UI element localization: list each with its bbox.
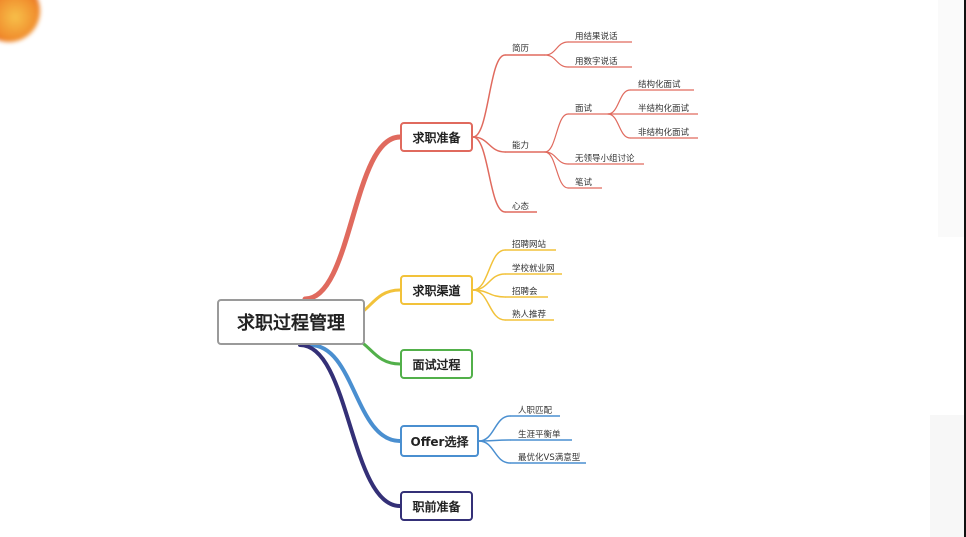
- leaf-ability[interactable]: 能力: [512, 141, 530, 151]
- leaf-resume[interactable]: 简历: [512, 44, 530, 54]
- frame-border: [964, 0, 966, 537]
- connector-root-prep: [302, 134, 403, 302]
- branch-label: 面试过程: [412, 357, 461, 372]
- connector-prep-mindset: [472, 136, 506, 213]
- leaf-numbers[interactable]: 用数字说话: [575, 57, 618, 67]
- leaf-unstructured[interactable]: 非结构化面试: [638, 128, 690, 138]
- connector-resume-results: [544, 41, 569, 56]
- connector-ability-interview: [544, 113, 569, 153]
- connector-channels-referral: [472, 289, 506, 321]
- root-label: 求职过程管理: [237, 313, 345, 334]
- connector-channels-school: [472, 273, 506, 291]
- connector-root-onboarding: [298, 343, 402, 508]
- leaf-group-discussion[interactable]: 无领导小组讨论: [575, 154, 635, 164]
- connector-channels-sites: [472, 249, 506, 291]
- leaf-semi-structured[interactable]: 半结构化面试: [638, 104, 690, 114]
- connector-prep-resume: [472, 54, 506, 138]
- branch-node-prep[interactable]: 求职准备: [400, 122, 473, 152]
- leaf-person-job-fit[interactable]: 人职匹配: [518, 406, 553, 416]
- connector-resume-numbers: [544, 54, 569, 68]
- leaf-interview[interactable]: 面试: [575, 104, 593, 114]
- connector-interview-unstructured: [607, 113, 631, 139]
- branch-label: Offer选择: [410, 434, 469, 449]
- connector-offer-fit: [478, 415, 511, 442]
- branch-label: 职前准备: [412, 499, 461, 514]
- leaf-optimize-vs-satisfy[interactable]: 最优化VS满意型: [518, 453, 581, 463]
- frame-edge: [930, 415, 966, 537]
- leaf-structured[interactable]: 结构化面试: [638, 80, 681, 90]
- connector-root-offer: [308, 343, 402, 443]
- connector-interview-structured: [607, 89, 631, 115]
- branch-label: 求职准备: [412, 130, 461, 145]
- leaf-mindset[interactable]: 心态: [512, 202, 530, 212]
- leaf-balance-sheet[interactable]: 生涯平衡单: [518, 430, 561, 440]
- leaf-referral[interactable]: 熟人推荐: [512, 310, 547, 320]
- leaf-written-test[interactable]: 笔试: [575, 178, 593, 188]
- frame-edge: [938, 0, 966, 237]
- connector-offer-optimize: [478, 440, 511, 464]
- leaf-school-site[interactable]: 学校就业网: [512, 264, 555, 274]
- branch-node-channels[interactable]: 求职渠道: [400, 275, 473, 305]
- branch-node-interview[interactable]: 面试过程: [400, 349, 473, 379]
- branch-node-offer[interactable]: Offer选择: [400, 425, 479, 457]
- branch-label: 求职渠道: [412, 283, 461, 298]
- leaf-job-fair[interactable]: 招聘会: [512, 287, 538, 297]
- root-node[interactable]: 求职过程管理: [217, 299, 365, 345]
- leaf-job-sites[interactable]: 招聘网站: [512, 240, 547, 250]
- leaf-results[interactable]: 用结果说话: [575, 32, 618, 42]
- branch-node-onboarding[interactable]: 职前准备: [400, 491, 473, 521]
- connector-prep-ability: [472, 136, 506, 153]
- connector-ability-written: [544, 151, 569, 189]
